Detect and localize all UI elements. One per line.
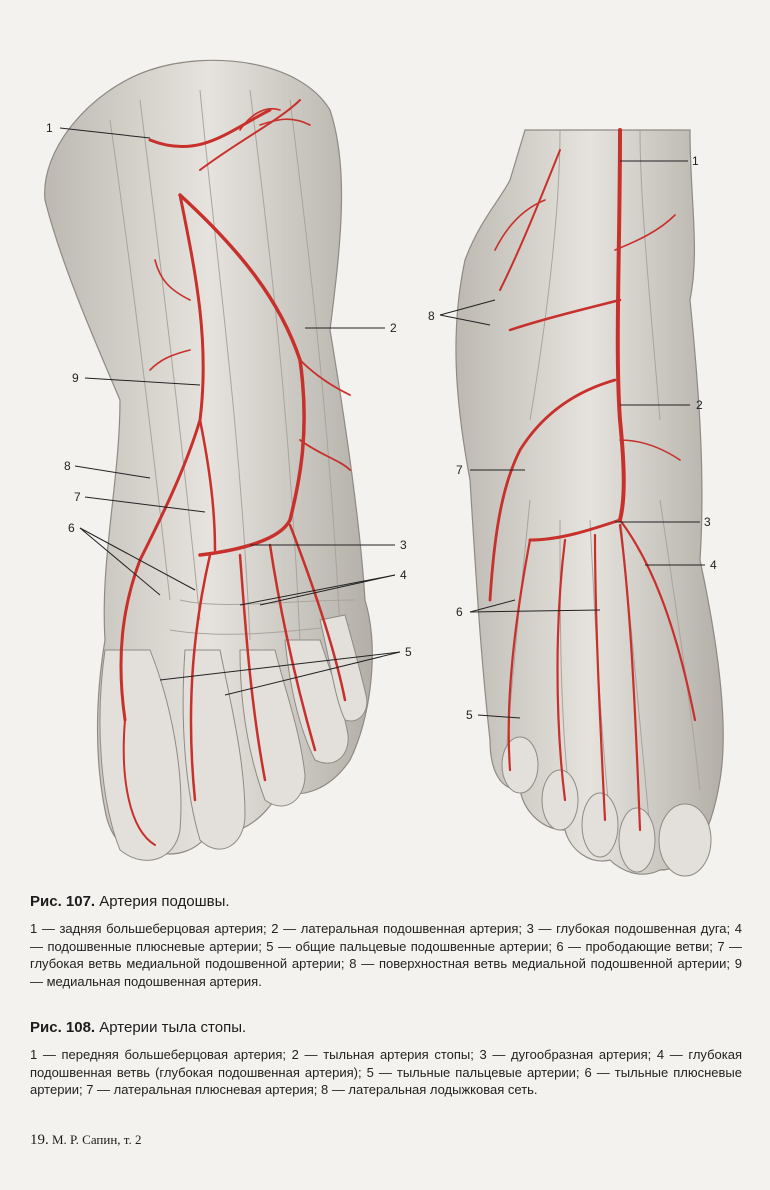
fig107-title: Артерия подошвы. <box>99 893 230 910</box>
label-2-right: 2 <box>696 398 703 412</box>
fig108-title: Артерии тыла стопы. <box>99 1019 247 1036</box>
label-1: 1 <box>46 121 53 135</box>
fig108-label: Рис. 108. <box>30 1019 96 1036</box>
fig108-caption: Рис. 108. Артерии тыла стопы. <box>30 1019 246 1036</box>
label-6-right: 6 <box>456 605 463 619</box>
label-2: 2 <box>390 321 397 335</box>
fig107-caption: Рис. 107. Артерия подошвы. <box>30 893 230 910</box>
footer-text: М. Р. Сапин, т. 2 <box>52 1132 142 1147</box>
label-7: 7 <box>74 490 81 504</box>
figure-number-labels: 1 2 9 8 7 6 3 4 5 1 8 2 7 3 4 6 5 <box>46 121 717 722</box>
fig108-legend: 1 — передняя большеберцовая артерия; 2 —… <box>30 1047 742 1097</box>
label-7-right: 7 <box>456 463 463 477</box>
label-1-right: 1 <box>692 154 699 168</box>
dorsal-arteries <box>488 128 697 832</box>
plantar-foot-drawing <box>44 59 401 861</box>
label-8-right: 8 <box>428 309 435 323</box>
label-5: 5 <box>405 645 412 659</box>
label-3-right: 3 <box>704 515 711 529</box>
label-5-right: 5 <box>466 708 473 722</box>
label-9: 9 <box>72 371 79 385</box>
label-6: 6 <box>68 521 75 535</box>
anatomy-illustration: 1 2 9 8 7 6 3 4 5 1 8 2 7 3 4 6 5 <box>44 59 724 877</box>
label-8: 8 <box>64 459 71 473</box>
plantar-arteries <box>119 99 351 846</box>
label-3: 3 <box>400 538 407 552</box>
page-number: 19. <box>30 1132 49 1148</box>
fig107-legend: 1 — задняя большеберцовая артерия; 2 — л… <box>30 921 742 989</box>
page-footer: 19. М. Р. Сапин, т. 2 <box>30 1132 142 1149</box>
dorsal-foot-drawing <box>439 128 724 877</box>
label-4-right: 4 <box>710 558 717 572</box>
label-4: 4 <box>400 568 407 582</box>
fig107-label: Рис. 107. <box>30 893 96 910</box>
